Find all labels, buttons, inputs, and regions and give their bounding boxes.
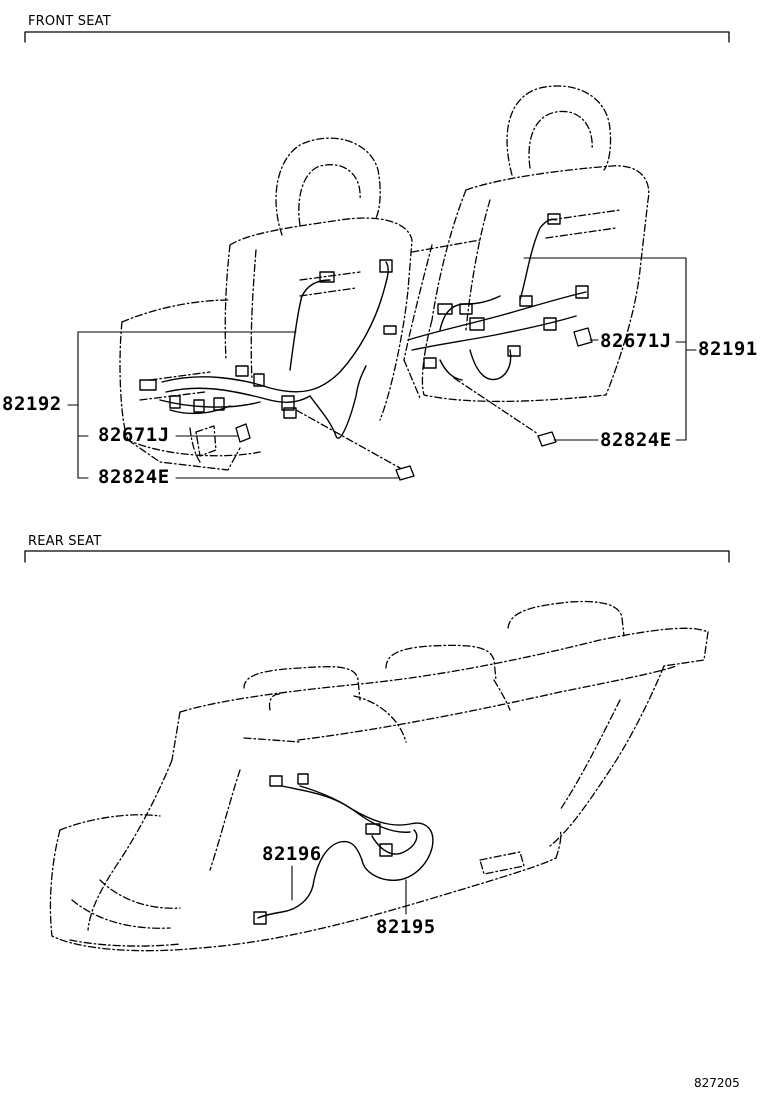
label-82191: 82191 (698, 338, 758, 360)
front-left-cover-part (235, 423, 251, 443)
front-left-clamp-part (395, 465, 415, 481)
label-82671j-right: 82671J (600, 330, 672, 352)
label-82824e-left: 82824E (98, 466, 170, 488)
label-82196: 82196 (262, 843, 322, 865)
rear-leader-lines (291, 865, 407, 915)
front-right-wire-harness (383, 213, 589, 381)
front-left-clamp-dashed-guide (295, 409, 401, 469)
rear-seat-outline (49, 600, 709, 952)
front-right-seat-outline (403, 85, 650, 403)
front-right-leader-lines (523, 257, 697, 441)
rear-section-bracket (24, 550, 730, 563)
front-seat-title: FRONT SEAT (28, 14, 111, 29)
front-left-seat-outline (119, 137, 481, 471)
illustration-reference-code: 827205 (694, 1076, 740, 1090)
front-left-wire-harness (139, 259, 393, 439)
front-left-leader-lines (67, 331, 401, 479)
front-right-cover-part (573, 327, 593, 347)
front-section-bracket (24, 31, 730, 43)
label-82195: 82195 (376, 916, 436, 938)
front-right-clamp-dashed-guide (453, 377, 539, 435)
label-82824e-right: 82824E (600, 429, 672, 451)
label-82671j-left: 82671J (98, 424, 170, 446)
front-right-clamp-part (537, 431, 557, 447)
rear-seat-title: REAR SEAT (28, 534, 102, 549)
rear-wire-harness (253, 773, 434, 925)
label-82192: 82192 (2, 393, 62, 415)
